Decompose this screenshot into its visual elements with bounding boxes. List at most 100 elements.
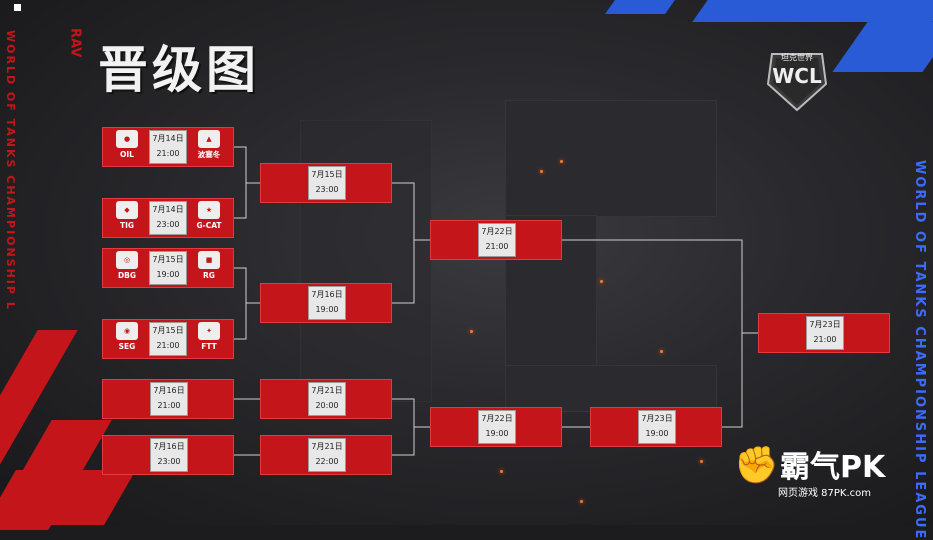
team-name: SEG <box>118 342 136 351</box>
match-date-card: 7月15日 23:00 <box>308 166 346 200</box>
page-title: 晋级图 <box>98 41 260 99</box>
match-r4-lower[interactable]: 7月23日 19:00 <box>590 407 722 447</box>
match-date: 7月23日 <box>809 320 841 329</box>
wcl-logo-top-text: 坦克世界 <box>781 53 813 62</box>
match-r2-4[interactable]: 7月21日 22:00 <box>260 435 392 475</box>
match-final[interactable]: 7月23日 21:00 <box>758 313 890 353</box>
bg-letter-block <box>505 100 717 217</box>
team-logo-icon: ✦ <box>198 322 220 340</box>
match-time: 21:00 <box>813 335 837 344</box>
team-logo-icon: ◎ <box>116 251 138 269</box>
ember <box>660 350 663 353</box>
match-time: 19:00 <box>315 305 339 314</box>
team-logo-icon: ■ <box>198 251 220 269</box>
team-logo-icon: ◆ <box>116 201 138 219</box>
ember <box>470 330 473 333</box>
bracket-lines <box>234 146 758 456</box>
match-date-card: 7月22日 19:00 <box>478 410 516 444</box>
match-time: 23:00 <box>156 220 180 229</box>
match-r1-4[interactable]: ◉ SEG 7月15日 21:00 ✦ FTT <box>102 319 234 359</box>
match-date: 7月21日 <box>311 442 343 451</box>
team-left: ● OIL <box>107 130 147 166</box>
match-date-card: 7月23日 21:00 <box>806 316 844 350</box>
match-time: 20:00 <box>315 401 339 410</box>
fist-icon: ✊ <box>734 445 779 486</box>
team-name: DBG <box>117 271 137 280</box>
team-name: TIG <box>119 221 135 230</box>
match-date-card: 7月21日 22:00 <box>308 438 346 472</box>
match-date: 7月16日 <box>311 290 343 299</box>
match-date: 7月16日 <box>153 442 185 451</box>
team-left: ◆ TIG <box>107 201 147 237</box>
ember <box>560 160 563 163</box>
ember <box>600 280 603 283</box>
team-logo-icon: ● <box>116 130 138 148</box>
match-time: 23:00 <box>315 185 339 194</box>
match-time: 21:00 <box>156 341 180 350</box>
team-right: ■ RG <box>189 251 229 287</box>
team-name: 波塞冬 <box>197 150 221 159</box>
wcl-logo-main-text: WCL <box>772 64 822 88</box>
ember <box>580 500 583 503</box>
match-date: 7月21日 <box>311 386 343 395</box>
match-time: 22:00 <box>315 457 339 466</box>
match-date: 7月15日 <box>152 326 184 335</box>
match-r2-1[interactable]: 7月15日 23:00 <box>260 163 392 203</box>
match-date: 7月15日 <box>311 170 343 179</box>
match-time: 19:00 <box>645 429 669 438</box>
match-date-card: 7月16日 19:00 <box>308 286 346 320</box>
match-r1-6[interactable]: 7月16日 23:00 <box>102 435 234 475</box>
match-date: 7月23日 <box>641 414 673 423</box>
watermark-sub: 网页游戏 87PK.com <box>778 488 872 499</box>
team-right: ★ G-CAT <box>189 201 229 237</box>
match-date-card: 7月21日 20:00 <box>308 382 346 416</box>
match-time: 21:00 <box>485 242 509 251</box>
match-date-card: 7月16日 21:00 <box>150 382 188 416</box>
match-time: 19:00 <box>156 270 180 279</box>
match-time: 21:00 <box>156 149 180 158</box>
team-left: ◎ DBG <box>107 251 147 287</box>
match-r3-lower[interactable]: 7月22日 19:00 <box>430 407 562 447</box>
match-date: 7月14日 <box>152 205 184 214</box>
corner-marker <box>14 4 21 11</box>
team-logo-icon: ▲ <box>198 130 220 148</box>
watermark-name: 霸气PK <box>780 450 886 485</box>
side-text-left: WORLD OF TANKS CHAMPIONSHIP L <box>4 30 17 311</box>
team-name: RG <box>203 271 215 280</box>
match-date-card: 7月23日 19:00 <box>638 410 676 444</box>
site-watermark: ✊ 霸气PK 网页游戏 87PK.com <box>734 444 924 500</box>
match-r1-2[interactable]: ◆ TIG 7月14日 23:00 ★ G-CAT <box>102 198 234 238</box>
match-time: 21:00 <box>157 401 181 410</box>
brand-mark-text: RAV <box>67 28 83 58</box>
match-date-card: 7月15日 19:00 <box>149 251 187 285</box>
team-name: OIL <box>120 150 134 159</box>
match-date-card: 7月16日 23:00 <box>150 438 188 472</box>
team-name: FTT <box>201 342 217 351</box>
brand-mark: RAV <box>66 28 84 100</box>
ember <box>540 170 543 173</box>
match-date: 7月16日 <box>153 386 185 395</box>
match-r2-3[interactable]: 7月21日 20:00 <box>260 379 392 419</box>
match-r1-3[interactable]: ◎ DBG 7月15日 19:00 ■ RG <box>102 248 234 288</box>
match-r1-1[interactable]: ● OIL 7月14日 21:00 ▲ 波塞冬 <box>102 127 234 167</box>
side-text-right: WORLD OF TANKS CHAMPIONSHIP LEAGUE <box>912 160 927 540</box>
team-right: ✦ FTT <box>189 322 229 358</box>
match-r2-2[interactable]: 7月16日 19:00 <box>260 283 392 323</box>
ember <box>500 470 503 473</box>
team-logo-icon: ◉ <box>116 322 138 340</box>
match-date-card: 7月14日 21:00 <box>149 130 187 164</box>
match-time: 23:00 <box>157 457 181 466</box>
match-date: 7月14日 <box>152 134 184 143</box>
bg-letter-block <box>505 365 717 412</box>
team-name: G-CAT <box>196 221 222 230</box>
match-r1-5[interactable]: 7月16日 21:00 <box>102 379 234 419</box>
team-right: ▲ 波塞冬 <box>189 130 229 166</box>
ember <box>700 460 703 463</box>
match-date: 7月22日 <box>481 227 513 236</box>
match-date-card: 7月14日 23:00 <box>149 201 187 235</box>
match-date: 7月15日 <box>152 255 184 264</box>
match-r3-upper[interactable]: 7月22日 21:00 <box>430 220 562 260</box>
match-date-card: 7月15日 21:00 <box>149 322 187 356</box>
match-time: 19:00 <box>485 429 509 438</box>
wcl-logo: 坦克世界 WCL <box>762 44 832 116</box>
